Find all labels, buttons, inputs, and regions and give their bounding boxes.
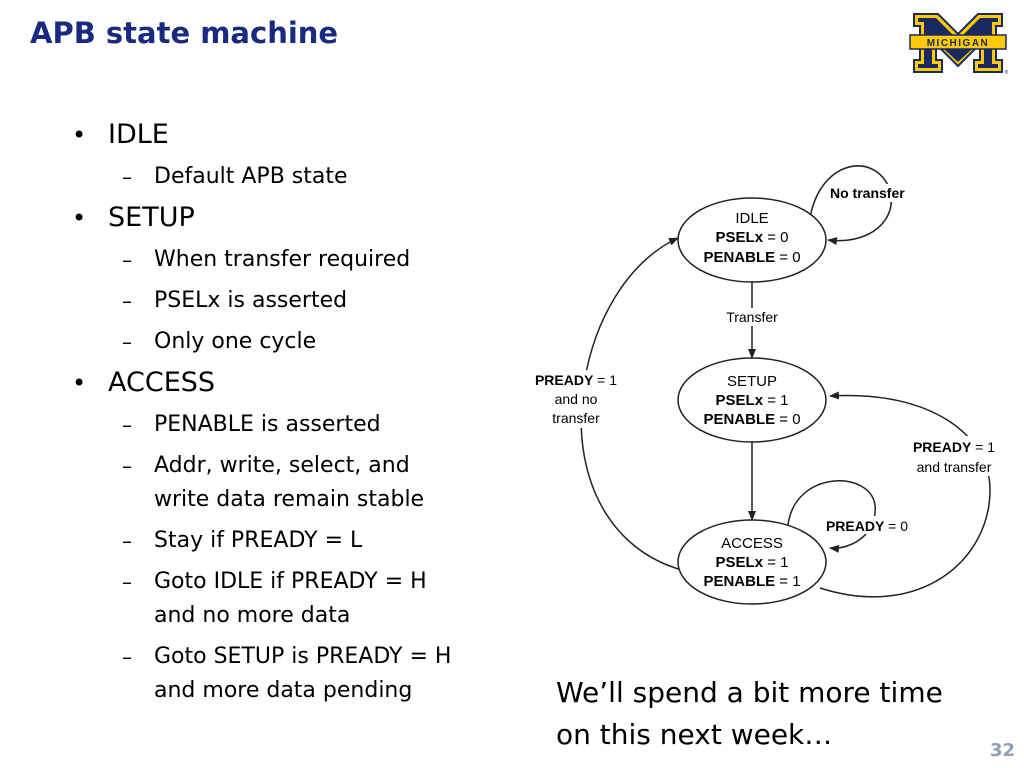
svg-text:PENABLE = 0: PENABLE = 0: [703, 249, 800, 266]
sub-bullet: PENABLE is asserted: [70, 408, 510, 442]
svg-text:ACCESS: ACCESS: [721, 535, 783, 552]
slide-title: APB state machine: [30, 16, 339, 50]
svg-text:®: ®: [1004, 69, 1008, 76]
sub-bullet: Only one cycle: [70, 325, 510, 359]
svg-text:PSELx = 0: PSELx = 0: [716, 229, 789, 246]
access-self-loop: [787, 480, 876, 553]
sub-bullet: Addr, write, select, and write data rema…: [70, 449, 510, 517]
label-transfer: Transfer: [726, 309, 778, 325]
state-access: ACCESS PSELx = 1 PENABLE = 1: [677, 519, 827, 605]
label-no-transfer-text: No transfer: [830, 185, 905, 201]
svg-text:PSELx = 1: PSELx = 1: [716, 554, 789, 571]
svg-text:and transfer: and transfer: [917, 459, 992, 475]
svg-text:transfer: transfer: [552, 410, 600, 426]
slide-note: We’ll spend a bit more time on this next…: [556, 676, 943, 751]
sub-bullet: Goto IDLE if PREADY = H and no more data: [70, 565, 510, 633]
michigan-logo: MICHIGAN ®: [909, 13, 1008, 76]
sub-bullet: PSELx is asserted: [70, 284, 510, 318]
bullet-idle: IDLE: [70, 118, 510, 152]
label-pready0: PREADY = 0: [816, 516, 918, 534]
access-to-setup-arrow: [819, 391, 991, 598]
svg-text:and no: and no: [555, 391, 598, 407]
svg-text:PREADY = 0: PREADY = 0: [826, 518, 908, 534]
sub-bullet: Default APB state: [70, 160, 510, 194]
state-idle: IDLE PSELx = 0 PENABLE = 0: [677, 197, 827, 283]
svg-text:IDLE: IDLE: [735, 210, 768, 227]
state-setup: SETUP PSELx = 1 PENABLE = 0: [677, 357, 827, 443]
label-pready1-no-transfer: PREADY = 1 and no transfer: [526, 370, 626, 428]
svg-text:PREADY = 1: PREADY = 1: [913, 439, 995, 455]
svg-text:PSELx = 1: PSELx = 1: [716, 392, 789, 409]
bullet-list: IDLE Default APB state SETUP When transf…: [70, 118, 510, 715]
svg-text:PENABLE = 0: PENABLE = 0: [703, 411, 800, 428]
label-pready1-and-transfer: PREADY = 1 and transfer: [904, 436, 1004, 476]
apb-state-diagram: IDLE PSELx = 0 PENABLE = 0 SETUP PSELx =…: [526, 165, 1004, 605]
bullet-setup: SETUP: [70, 201, 510, 235]
bullet-access: ACCESS: [70, 366, 510, 400]
sub-bullet: Goto SETUP is PREADY = H and more data p…: [70, 640, 510, 708]
sub-bullet: Stay if PREADY = L: [70, 524, 510, 558]
logo-text: MICHIGAN: [927, 38, 990, 49]
svg-text:SETUP: SETUP: [727, 373, 777, 390]
svg-text:PREADY = 1: PREADY = 1: [535, 372, 617, 388]
svg-text:PENABLE = 1: PENABLE = 1: [703, 573, 800, 590]
page-number: 32: [990, 740, 1016, 761]
sub-bullet: When transfer required: [70, 243, 510, 277]
